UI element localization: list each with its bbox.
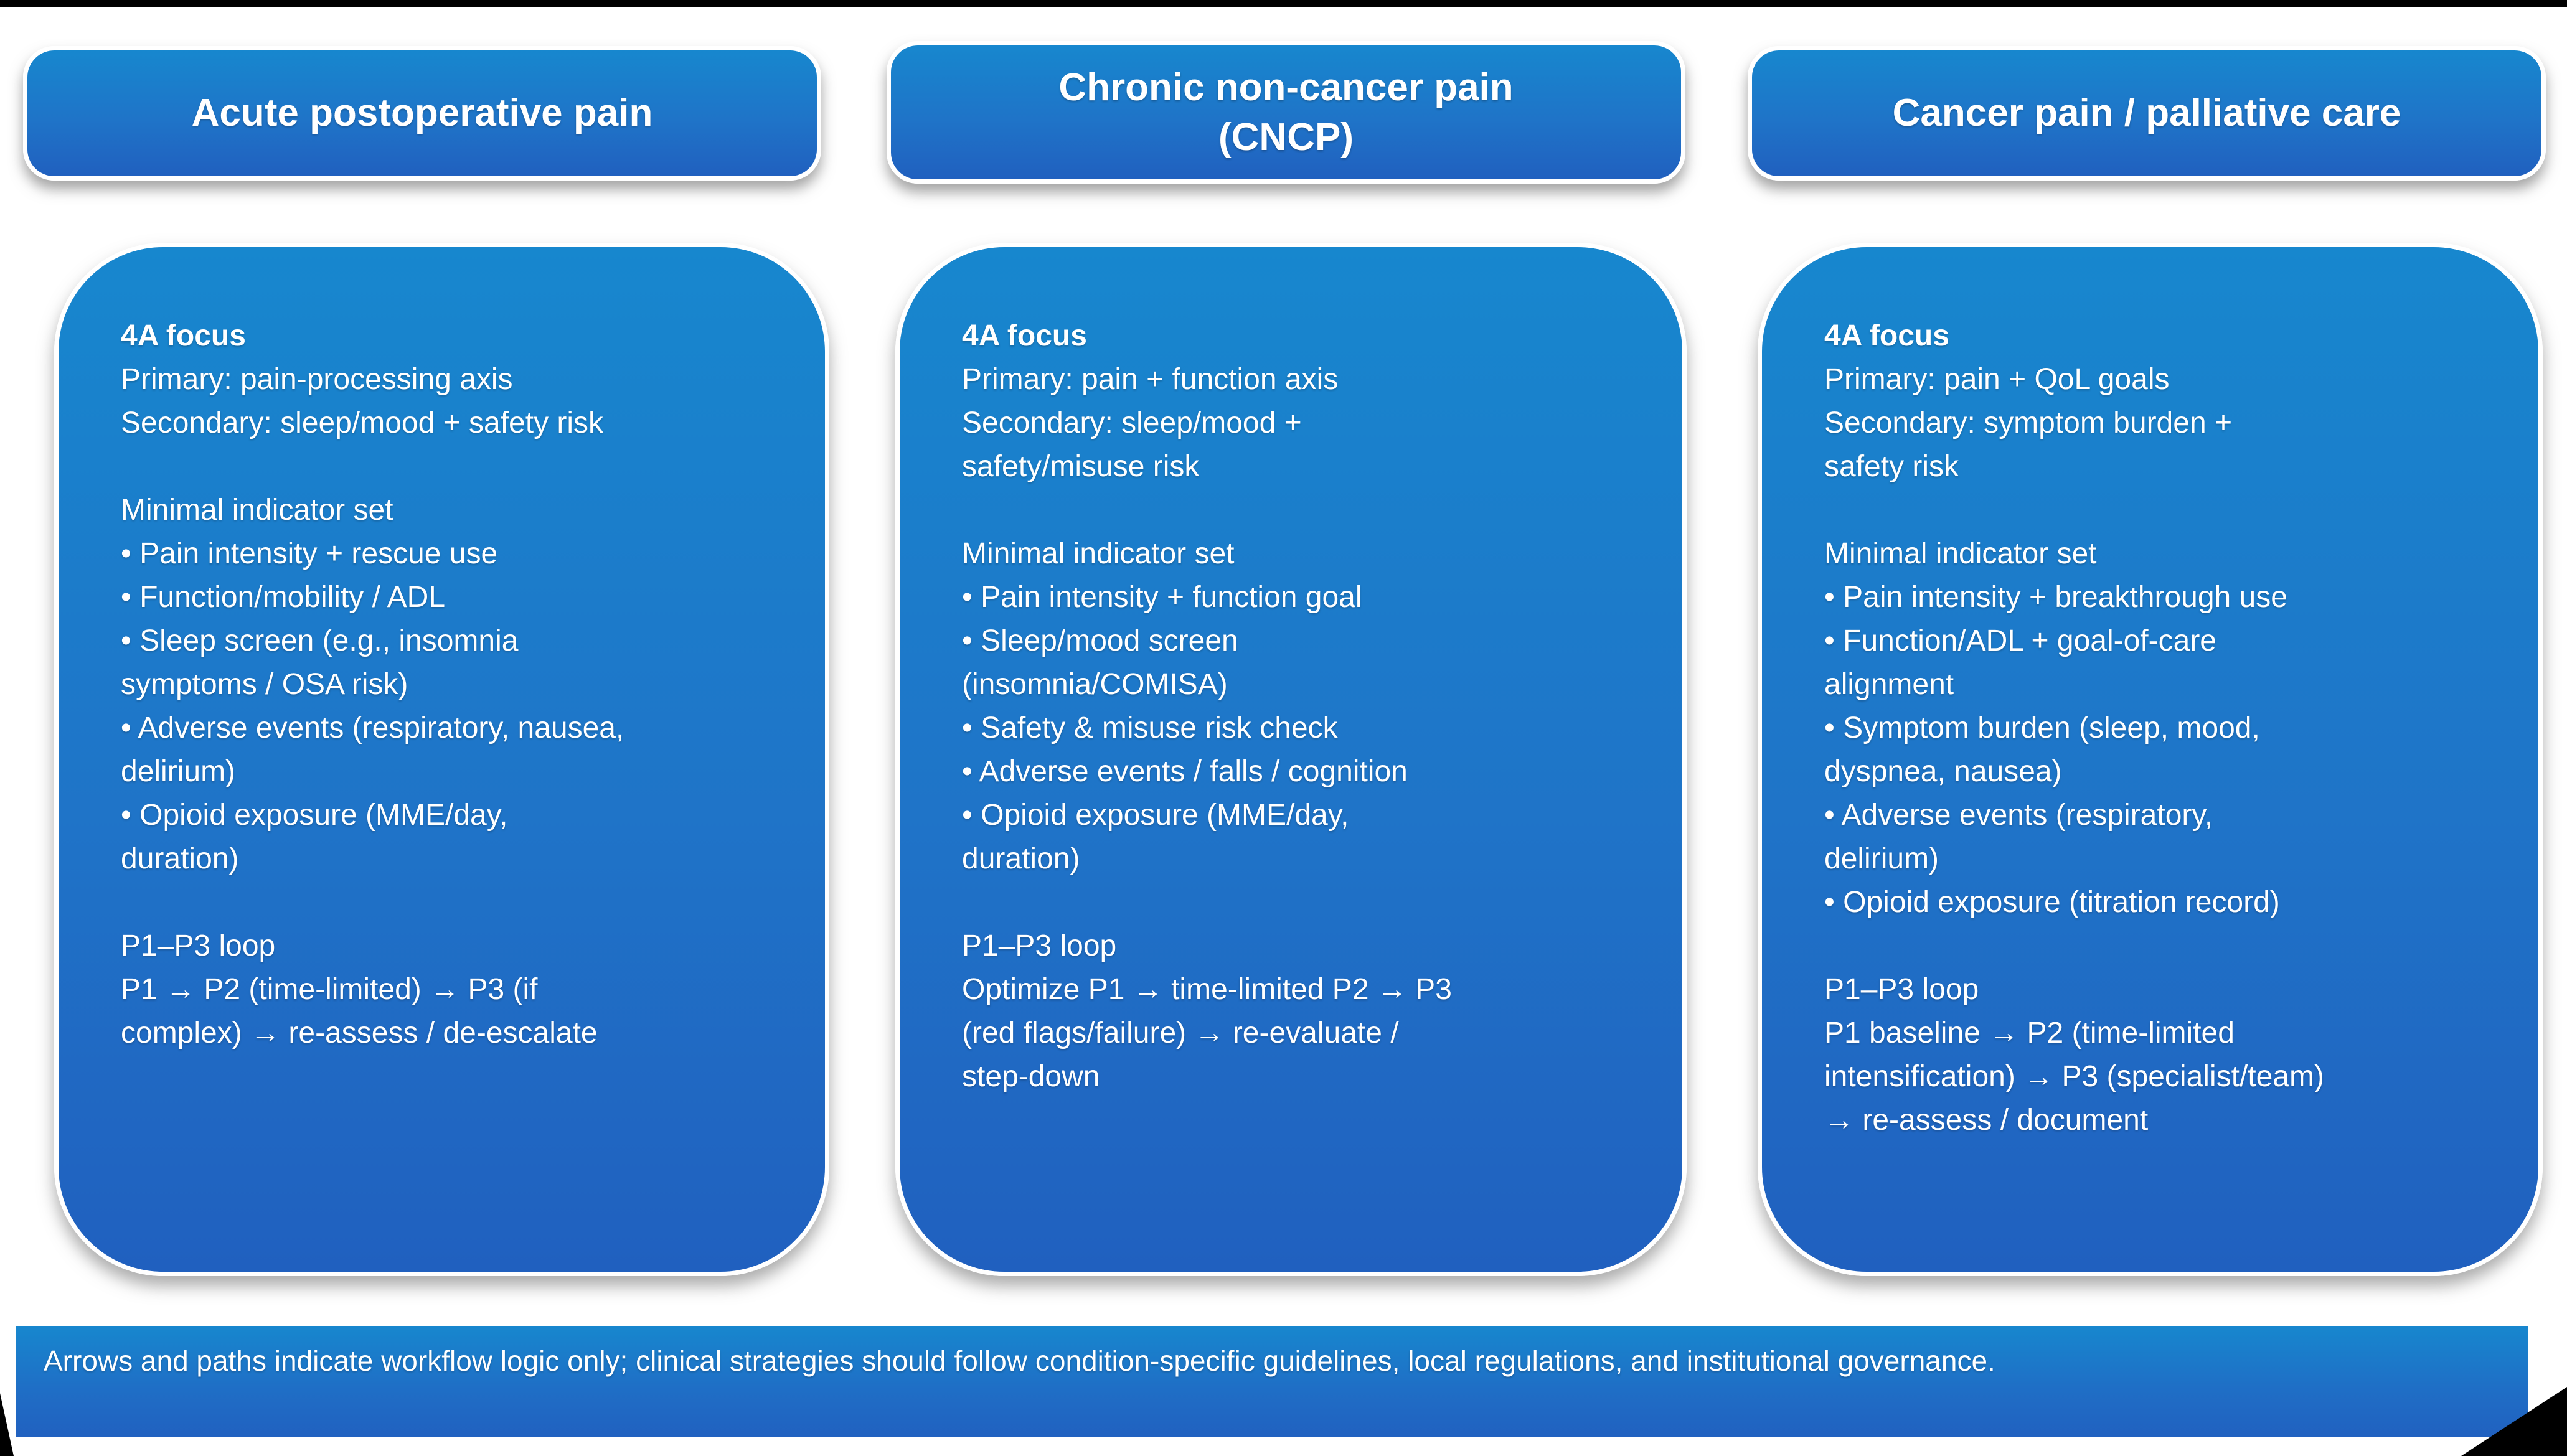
disclaimer-bar: Arrows and paths indicate workflow logic… — [16, 1326, 2528, 1437]
bottom-left-frame-artifact — [0, 1393, 14, 1456]
acute-minimal-indicator-block: Minimal indicator set• Pain intensity + … — [121, 494, 624, 875]
top-frame-artifact — [0, 0, 2567, 7]
disclaimer-text: Arrows and paths indicate workflow logic… — [44, 1345, 1995, 1377]
header-cancer-pain-palliative-care: Cancer pain / palliative care — [1748, 46, 2546, 181]
header-chronic-non-cancer-pain: Chronic non-cancer pain(CNCP) — [887, 41, 1685, 184]
cncp-minimal-indicator-block: Minimal indicator set• Pain intensity + … — [962, 537, 1408, 875]
header-acute-postoperative-pain: Acute postoperative pain — [23, 46, 821, 181]
cancer-minimal-indicator-block: Minimal indicator set• Pain intensity + … — [1824, 537, 2287, 919]
